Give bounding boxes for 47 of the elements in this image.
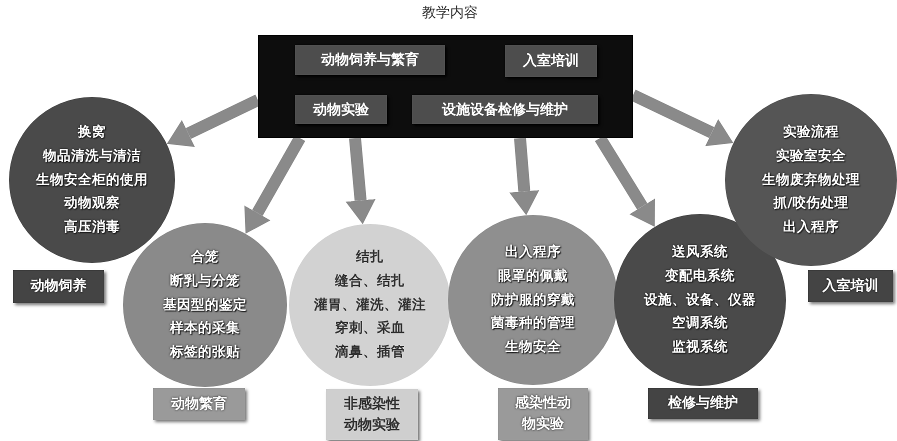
arrow (166, 94, 261, 148)
list-item: 生物废弃物处理 (762, 172, 860, 188)
category-label: 入室培训 (808, 270, 893, 302)
list-item: 动物观察 (64, 196, 120, 212)
arrow (346, 137, 376, 224)
list-item: 标签的张贴 (170, 345, 240, 360)
category-label: 非感染性动物实验 (326, 389, 418, 440)
category-label: 动物繁育 (153, 388, 245, 420)
topic-box: 入室培训 (505, 45, 597, 77)
topic-box: 设施设备检修与维护 (412, 95, 598, 124)
content-panel (258, 35, 633, 138)
list-item: 结扎 (356, 250, 384, 265)
list-item: 眼罩的佩戴 (498, 268, 568, 284)
list-item: 高压消毒 (64, 220, 120, 236)
category-label: 感染性动物实验 (498, 388, 588, 440)
list-item: 断乳与分笼 (170, 274, 240, 289)
arrow (509, 138, 540, 216)
list-item: 穿刺、采血 (335, 321, 405, 336)
list-item: 样本的采集 (170, 321, 240, 336)
list-item: 送风系统 (672, 244, 728, 260)
list-item: 出入程序 (783, 220, 839, 236)
list-item: 出入程序 (505, 244, 561, 260)
list-item: 菌毒种的管理 (491, 316, 575, 332)
category-label: 动物饲养 (13, 270, 104, 303)
list-item: 设施、设备、仪器 (644, 292, 756, 308)
title: 教学内容 (421, 4, 479, 22)
list-item: 缝合、结扎 (335, 274, 405, 289)
arrow (630, 90, 734, 146)
list-item: 滴鼻、插管 (335, 345, 405, 360)
list-item: 实验室安全 (776, 148, 846, 164)
list-item: 物品清洗与清洁 (43, 148, 141, 164)
list-item: 生物安全 (505, 340, 561, 356)
topic-box: 动物饲养与繁育 (295, 45, 445, 75)
list-item: 灌胃、灌洗、灌注 (314, 298, 426, 312)
list-item: 实验流程 (783, 124, 839, 140)
list-item: 合笼 (191, 250, 219, 265)
list-item: 基因型的鉴定 (163, 298, 247, 312)
list-item: 生物安全柜的使用 (36, 172, 148, 188)
arrow (244, 135, 306, 234)
list-item: 防护服的穿戴 (491, 292, 575, 308)
list-item: 抓/咬伤处理 (774, 196, 848, 212)
list-item: 换窝 (78, 124, 106, 140)
category-label: 检修与维护 (648, 388, 758, 419)
topic-box: 动物实验 (295, 95, 387, 124)
list-item: 监视系统 (672, 340, 728, 356)
list-item: 空调系统 (672, 316, 728, 332)
list-item: 变配电系统 (665, 268, 735, 284)
